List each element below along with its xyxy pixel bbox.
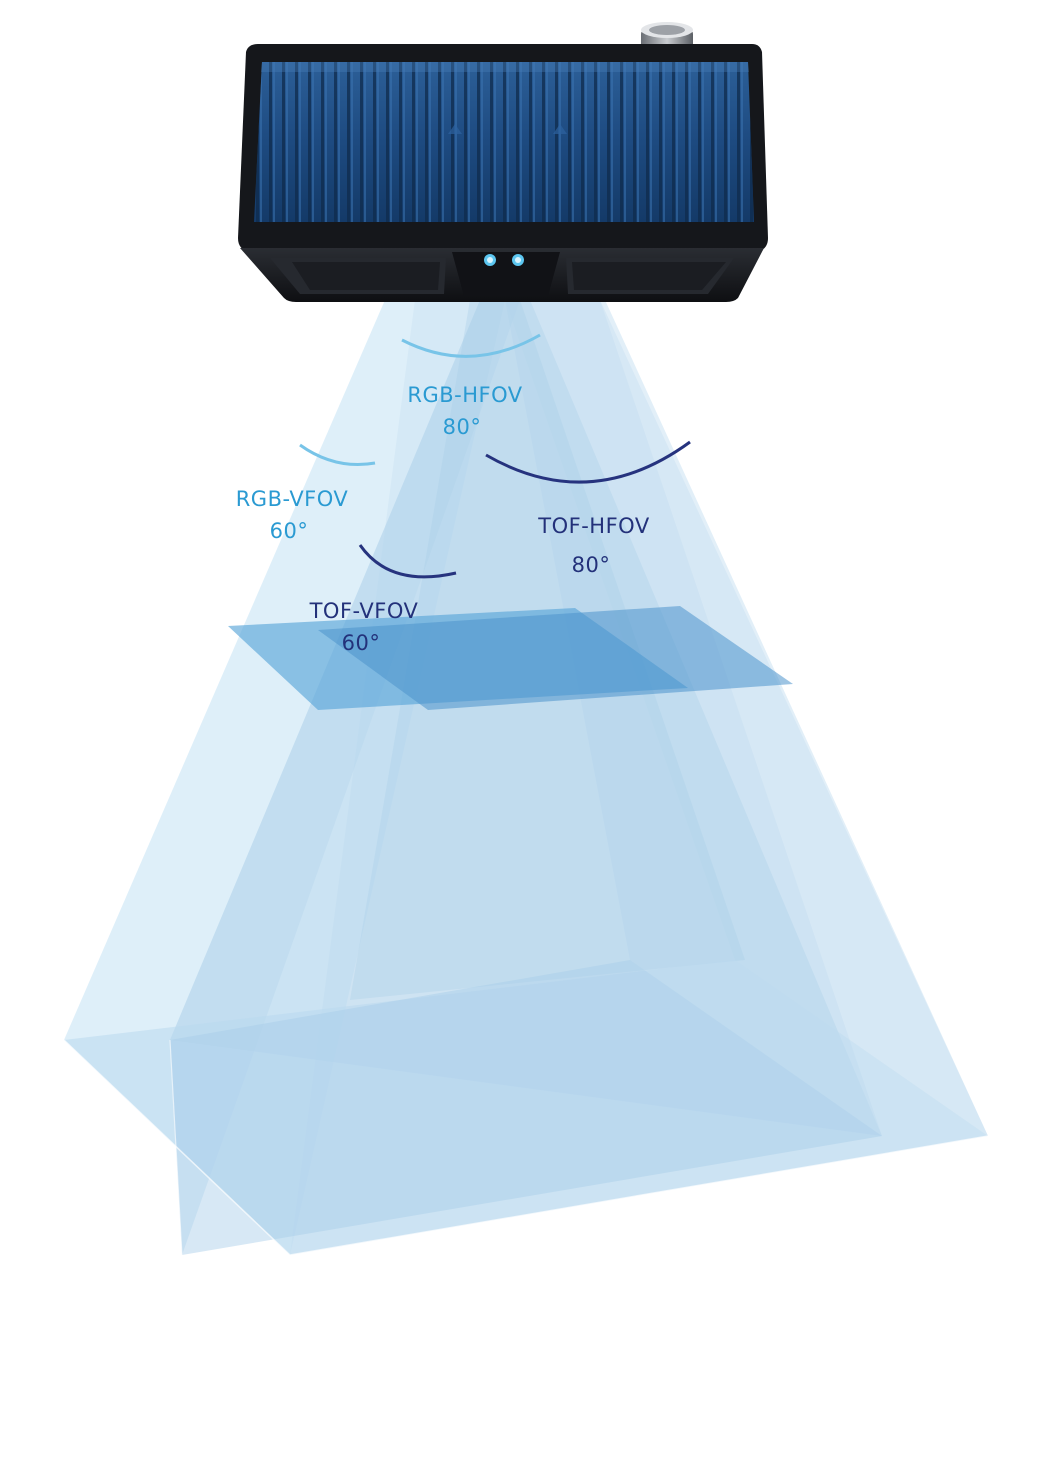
fov-arcs: [299, 333, 691, 579]
far-plane: [63, 960, 989, 1256]
rgb-vfov-arc: [299, 443, 376, 467]
depth-camera-icon: [238, 22, 768, 302]
tof-hfov-label: TOF-HFOV: [537, 514, 650, 538]
tof-beam-left-face: [170, 300, 520, 1255]
far-plane-edge-tof: [169, 1039, 183, 1256]
lens-icon: [484, 254, 524, 266]
tof-vfov-angle: 60°: [342, 631, 381, 655]
tof-vfov-label: TOF-VFOV: [309, 599, 419, 623]
tof-beam-front-face: [170, 300, 882, 1136]
far-plane-edge: [63, 1039, 989, 1256]
near-plane-tof: [318, 606, 793, 710]
rgb-vfov-label: RGB-VFOV: [236, 487, 349, 511]
tof-hfov-angle: 80°: [572, 553, 611, 577]
far-plane-rgb: [64, 960, 988, 1255]
rgb-vfov-angle: 60°: [270, 519, 309, 543]
rgb-hfov-label: RGB-HFOV: [407, 383, 522, 407]
fov-labels: RGB-HFOV 80° RGB-VFOV 60° TOF-HFOV 80° T…: [236, 383, 650, 655]
rgb-hfov-arc: [401, 333, 541, 358]
tof-vfov-arc: [358, 544, 457, 579]
near-plane: [228, 606, 793, 710]
rgb-hfov-angle: 80°: [443, 415, 482, 439]
far-plane-tof: [170, 960, 882, 1255]
tof-hfov-arc: [485, 440, 691, 484]
